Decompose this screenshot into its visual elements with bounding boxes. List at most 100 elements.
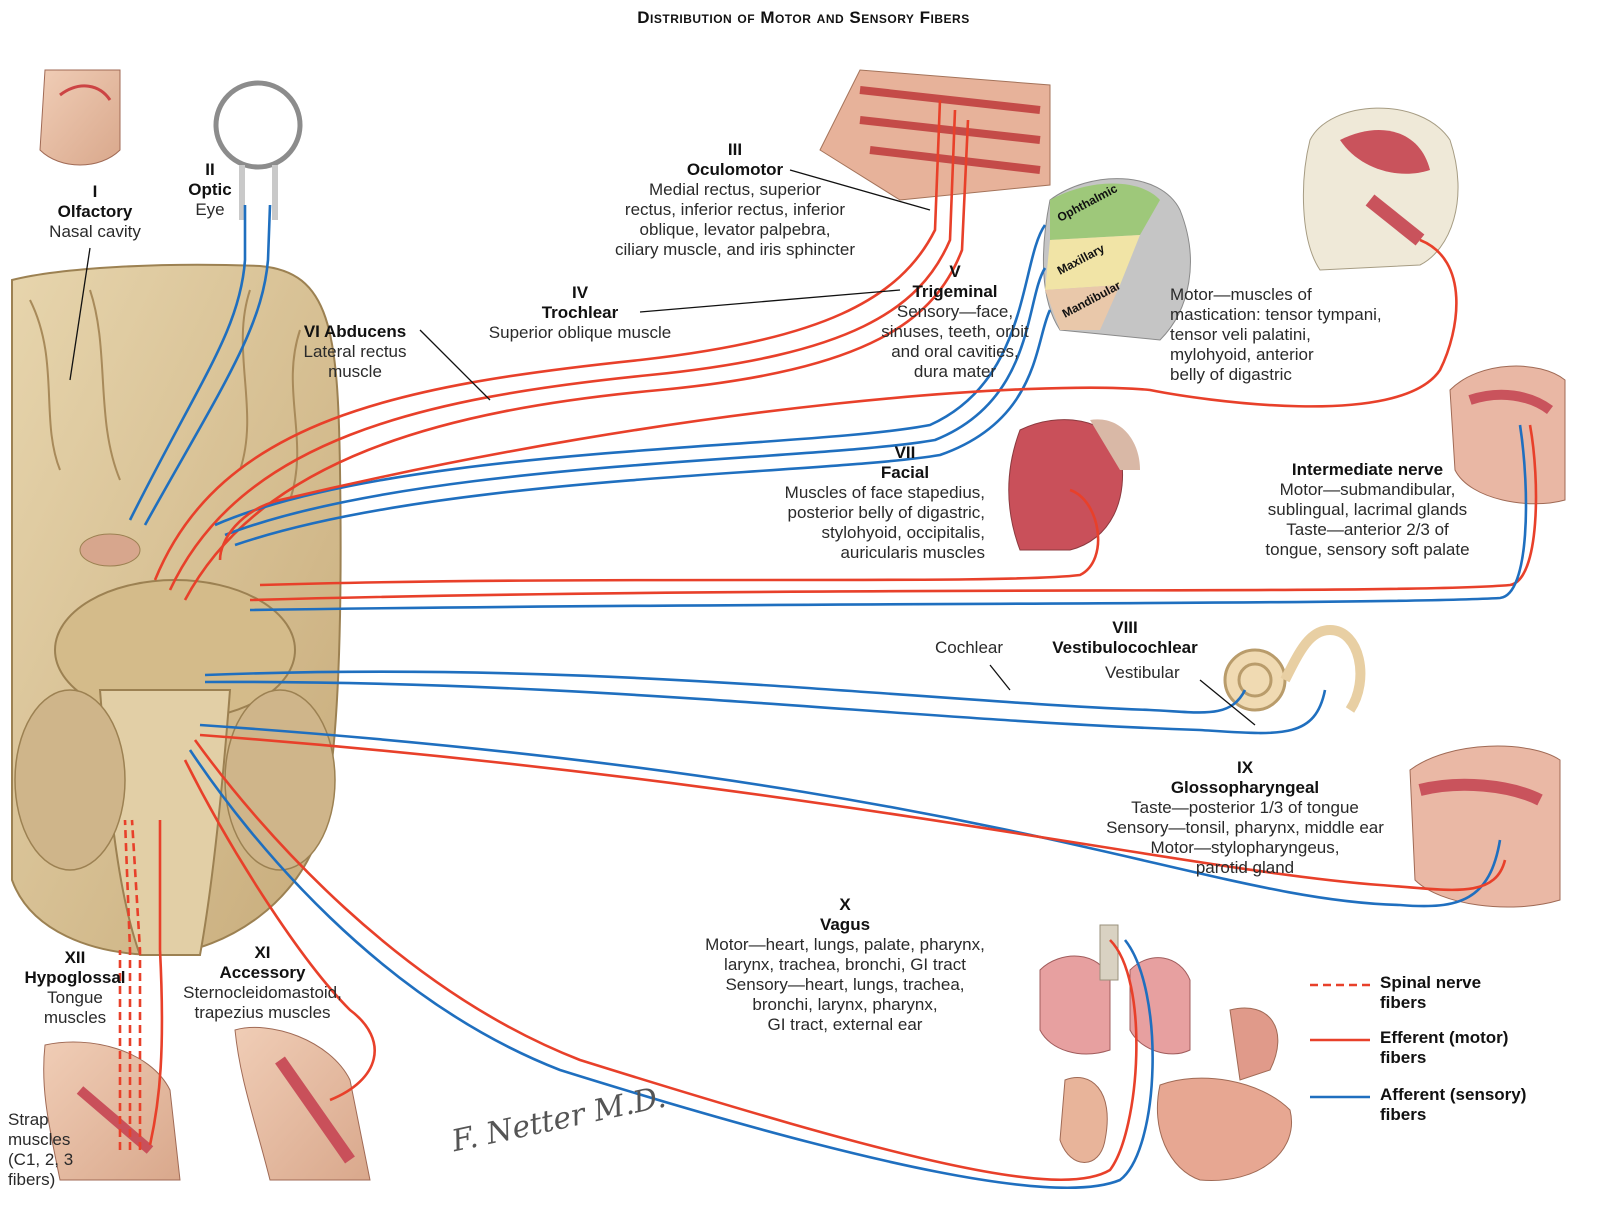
strap-muscles-label: Strap muscles (C1, 2, 3 fibers)	[8, 1110, 73, 1190]
vagus-numeral: X	[670, 895, 1020, 915]
legend-spinal: Spinal nerve fibers	[1380, 973, 1481, 1013]
trochlear-numeral: IV	[470, 283, 690, 303]
oculomotor-numeral: III	[590, 140, 880, 160]
trigeminal-motor-desc-4: mylohyoid, anterior	[1170, 345, 1430, 365]
inner-ear-illustration	[1225, 630, 1360, 710]
legend-afferent-line-1: Afferent (sensory)	[1380, 1085, 1526, 1105]
vagus-name: Vagus	[670, 915, 1020, 935]
diagram-title: Distribution of Motor and Sensory Fibers	[0, 8, 1607, 28]
trigeminal-motor-desc-3: tensor veli palatini,	[1170, 325, 1430, 345]
facial-desc-3: stylohyoid, occipitalis,	[735, 523, 985, 543]
oculomotor-desc-4: ciliary muscle, and iris sphincter	[590, 240, 880, 260]
legend-efferent-line-2: fibers	[1380, 1048, 1508, 1068]
strap-line-3: (C1, 2, 3	[8, 1150, 73, 1170]
trigeminal-desc-1: Sensory—face,	[870, 302, 1040, 322]
legend-afferent: Afferent (sensory) fibers	[1380, 1085, 1526, 1125]
hypoglossal-desc-2: muscles	[15, 1008, 135, 1028]
oculomotor-desc-2: rectus, inferior rectus, inferior	[590, 200, 880, 220]
facial-muscles-illustration	[1009, 419, 1140, 550]
optic-numeral: II	[175, 160, 245, 180]
intermediate-desc-1: Motor—submandibular,	[1235, 480, 1500, 500]
oculomotor-desc-1: Medial rectus, superior	[590, 180, 880, 200]
vagus-organs-illustration	[1040, 925, 1292, 1180]
vestibulocochlear-label: VIII Vestibulocochlear	[1030, 618, 1220, 658]
optic-label: II Optic Eye	[175, 160, 245, 220]
accessory-numeral: XI	[165, 943, 360, 963]
oculomotor-desc-3: oblique, levator palpebra,	[590, 220, 880, 240]
intermediate-desc-3: Taste—anterior 2/3 of	[1235, 520, 1500, 540]
strap-line-1: Strap	[8, 1110, 73, 1130]
accessory-label: XI Accessory Sternocleidomastoid, trapez…	[165, 943, 360, 1023]
vagus-desc-1: Motor—heart, lungs, palate, pharynx,	[670, 935, 1020, 955]
facial-label: VII Facial Muscles of face stapedius, po…	[735, 443, 985, 563]
abducens-desc-2: muscle	[290, 362, 420, 382]
accessory-name: Accessory	[165, 963, 360, 983]
intermediate-desc-2: sublingual, lacrimal glands	[1235, 500, 1500, 520]
trochlear-label: IV Trochlear Superior oblique muscle	[470, 283, 690, 343]
trigeminal-desc-4: dura mater	[870, 362, 1040, 382]
glossopharyngeal-desc-4: parotid gland	[1070, 858, 1420, 878]
vagus-desc-2: larynx, trachea, bronchi, GI tract	[670, 955, 1020, 975]
trigeminal-motor-desc-2: mastication: tensor tympani,	[1170, 305, 1430, 325]
trigeminal-motor-desc-1: Motor—muscles of	[1170, 285, 1430, 305]
trochlear-desc: Superior oblique muscle	[470, 323, 690, 343]
skull-illustration	[1303, 108, 1458, 270]
facial-desc-1: Muscles of face stapedius,	[735, 483, 985, 503]
facial-numeral: VII	[735, 443, 985, 463]
vestibulocochlear-name: Vestibulocochlear	[1030, 638, 1220, 658]
optic-desc: Eye	[175, 200, 245, 220]
vagus-label: X Vagus Motor—heart, lungs, palate, phar…	[670, 895, 1020, 1035]
intermediate-name: Intermediate nerve	[1235, 460, 1500, 480]
oculomotor-label: III Oculomotor Medial rectus, superior r…	[590, 140, 880, 260]
intermediate-desc-4: tongue, sensory soft palate	[1235, 540, 1500, 560]
olfactory-name: Olfactory	[35, 202, 155, 222]
nasal-cavity-illustration	[40, 70, 120, 165]
strap-line-4: fibers)	[8, 1170, 73, 1190]
hypoglossal-numeral: XII	[15, 948, 135, 968]
trigeminal-numeral: V	[870, 262, 1040, 282]
accessory-neck-illustration	[235, 1027, 370, 1180]
hypoglossal-name: Hypoglossal	[15, 968, 135, 988]
hypoglossal-label: XII Hypoglossal Tongue muscles	[15, 948, 135, 1028]
trigeminal-label: V Trigeminal Sensory—face, sinuses, teet…	[870, 262, 1040, 382]
facial-desc-2: posterior belly of digastric,	[735, 503, 985, 523]
intermediate-label: Intermediate nerve Motor—submandibular, …	[1235, 460, 1500, 560]
trigeminal-desc-3: and oral cavities,	[870, 342, 1040, 362]
glossopharyngeal-name: Glossopharyngeal	[1070, 778, 1420, 798]
abducens-heading: VI Abducens	[290, 322, 420, 342]
legend-spinal-line-1: Spinal nerve	[1380, 973, 1481, 993]
trigeminal-name: Trigeminal	[870, 282, 1040, 302]
vestibulocochlear-numeral: VIII	[1030, 618, 1220, 638]
glossopharyngeal-desc-3: Motor—stylopharyngeus,	[1070, 838, 1420, 858]
oculomotor-name: Oculomotor	[590, 160, 880, 180]
cochlear-leader	[990, 665, 1010, 690]
glossopharyngeal-desc-1: Taste—posterior 1/3 of tongue	[1070, 798, 1420, 818]
vestibular-label: Vestibular	[1105, 663, 1180, 683]
glossopharyngeal-desc-2: Sensory—tonsil, pharynx, middle ear	[1070, 818, 1420, 838]
optic-name: Optic	[175, 180, 245, 200]
trochlear-name: Trochlear	[470, 303, 690, 323]
legend-efferent-line-1: Efferent (motor)	[1380, 1028, 1508, 1048]
trigeminal-motor-label: Motor—muscles of mastication: tensor tym…	[1170, 285, 1430, 385]
strap-line-2: muscles	[8, 1130, 73, 1150]
trigeminal-motor-desc-5: belly of digastric	[1170, 365, 1430, 385]
glossopharyngeal-label: IX Glossopharyngeal Taste—posterior 1/3 …	[1070, 758, 1420, 878]
vestibular-fiber	[205, 682, 1325, 733]
olfactory-desc: Nasal cavity	[35, 222, 155, 242]
cochlear-label: Cochlear	[935, 638, 1003, 658]
abducens-desc-1: Lateral rectus	[290, 342, 420, 362]
accessory-desc-2: trapezius muscles	[165, 1003, 360, 1023]
abducens-label: VI Abducens Lateral rectus muscle	[290, 322, 420, 382]
legend-spinal-line-2: fibers	[1380, 993, 1481, 1013]
vagus-desc-3: Sensory—heart, lungs, trachea,	[670, 975, 1020, 995]
legend-swatches	[1310, 985, 1370, 1097]
cochlear-fiber	[205, 672, 1245, 713]
legend-efferent: Efferent (motor) fibers	[1380, 1028, 1508, 1068]
facial-desc-4: auricularis muscles	[735, 543, 985, 563]
accessory-desc-1: Sternocleidomastoid,	[165, 983, 360, 1003]
legend-afferent-line-2: fibers	[1380, 1105, 1526, 1125]
olfactory-label: I Olfactory Nasal cavity	[35, 182, 155, 242]
trigeminal-desc-2: sinuses, teeth, orbit	[870, 322, 1040, 342]
glossopharyngeal-numeral: IX	[1070, 758, 1420, 778]
